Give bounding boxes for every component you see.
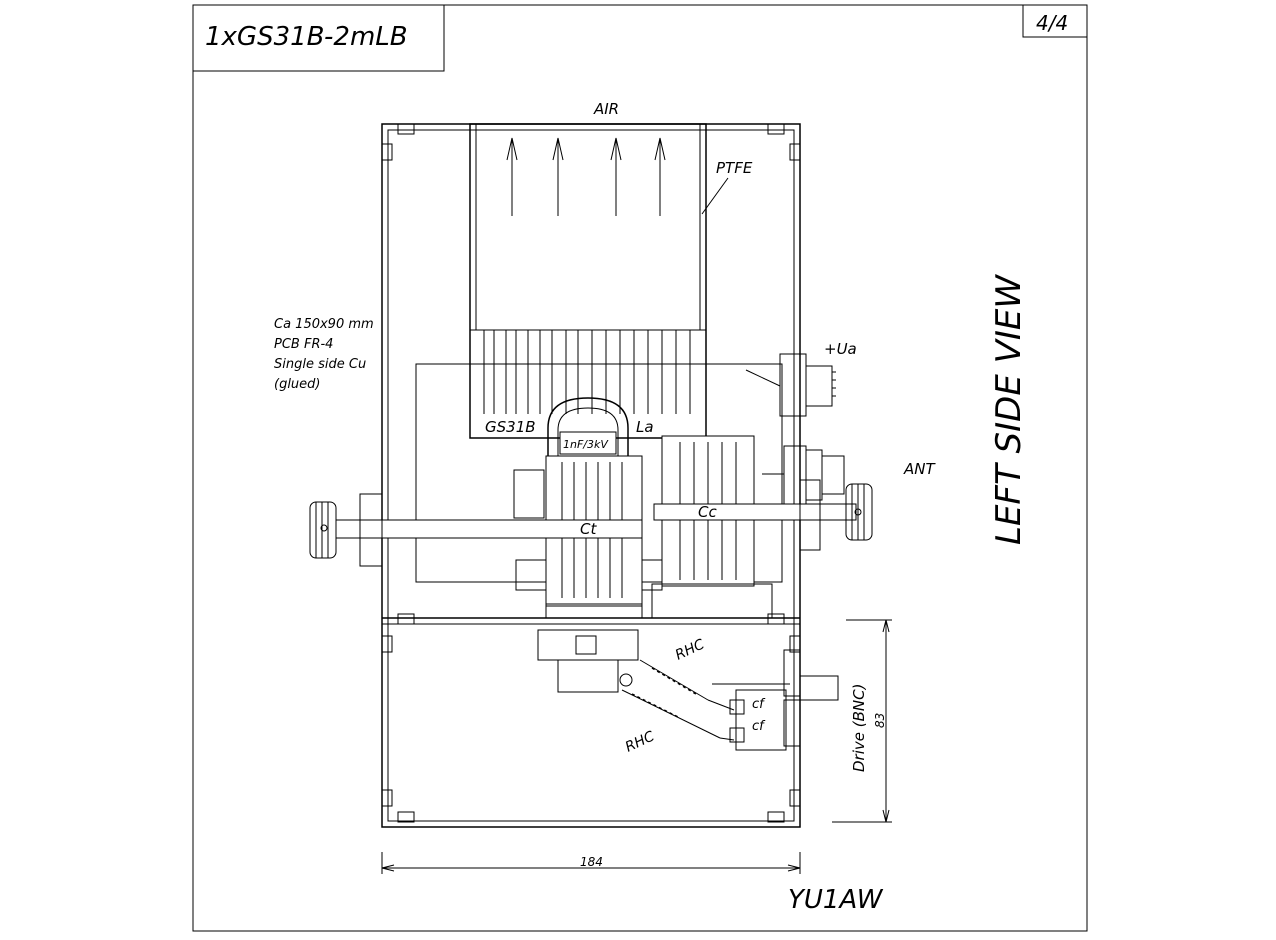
- ua-connector: [745, 353, 836, 417]
- tube-socket-bracket: [537, 629, 639, 693]
- cap-rating-label: 1nF/3kV: [563, 438, 609, 451]
- sheet-border: [192, 4, 1088, 932]
- dimension-height: [832, 619, 892, 823]
- ant-connector: [762, 445, 845, 505]
- author-mark: YU1AW: [788, 885, 884, 915]
- ptfe-label: PTFE: [716, 159, 753, 177]
- sheet-number: 4/4: [1036, 11, 1068, 35]
- ca-note: Ca 150x90 mm PCB FR-4 Single side Cu (gl…: [274, 317, 378, 392]
- drive-label: Drive (BNC): [850, 684, 868, 772]
- sheet-number-box: [1022, 4, 1088, 38]
- dimension-width: [381, 852, 801, 874]
- tube-anode-cooler: [469, 329, 707, 439]
- tank-coil-la: [547, 397, 629, 460]
- cc-variable-capacitor: [651, 435, 773, 619]
- view-label: LEFT SIDE VIEW: [989, 274, 1029, 545]
- cc-knob: [799, 479, 873, 551]
- ca-note-line-1: Ca 150x90 mm: [274, 317, 374, 332]
- cc-shaft: [653, 503, 857, 521]
- ca-note-line-2: PCB FR-4: [274, 337, 333, 352]
- cf-top-label: cf: [752, 697, 766, 712]
- ant-label: ANT: [903, 460, 936, 478]
- title-box: [192, 4, 445, 72]
- rhc-choke-bottom: [621, 689, 735, 741]
- ptfe-chimney: [469, 123, 729, 439]
- dimension-width-value: 184: [580, 855, 603, 869]
- air-label: AIR: [593, 100, 619, 118]
- tube-label: GS31B: [485, 418, 536, 436]
- la-label: La: [636, 418, 654, 436]
- ct-knob: [309, 493, 383, 567]
- ca-note-line-4: (glued): [274, 377, 321, 392]
- ua-label: +Ua: [824, 340, 857, 358]
- dimension-height-value: 83: [873, 713, 887, 728]
- rhc-bottom-label: RHC: [623, 728, 657, 755]
- drawing-title: 1xGS31B-2mLB: [205, 22, 408, 52]
- enclosure-frame: [381, 123, 801, 828]
- cf-bottom-label: cf: [752, 719, 766, 734]
- rhc-top-label: RHC: [673, 636, 707, 663]
- cc-label: Cc: [698, 503, 717, 521]
- drive-bracket: [712, 649, 839, 751]
- ca-note-line-3: Single side Cu: [274, 357, 366, 372]
- rhc-choke-top: [639, 659, 735, 711]
- ct-label: Ct: [580, 520, 597, 538]
- blocking-capacitor: [559, 431, 617, 455]
